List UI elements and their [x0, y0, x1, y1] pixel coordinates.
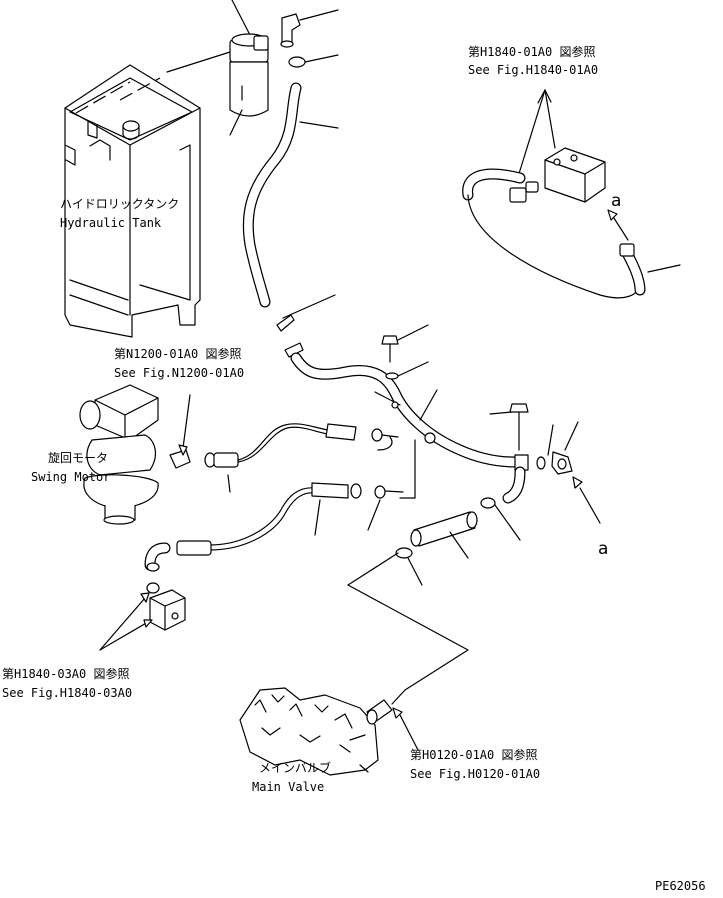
hydraulic-tank-label-en: Hydraulic Tank [60, 216, 162, 230]
ref-n1200-en: See Fig.N1200-01A0 [114, 366, 244, 380]
ref-n1200-jp: 第N1200-01A0 図参照 [114, 346, 241, 361]
ref-h1840-01-jp: 第H1840-01A0 図参照 [468, 44, 595, 59]
drawing-code: PE62056 [655, 879, 706, 893]
marker-a-lower: a [598, 539, 608, 559]
main-valve-label-jp: メインバルブ [259, 760, 331, 775]
hydraulic-tank-label-jp: ハイドロリックタンク [60, 197, 179, 211]
ref-h0120-en: See Fig.H0120-01A0 [410, 767, 540, 781]
ref-h0120-jp: 第H0120-01A0 図参照 [410, 747, 537, 762]
swing-motor-label-en: Swing Motor [31, 470, 110, 484]
main-valve-label-en: Main Valve [252, 780, 324, 794]
swing-hose-lower [144, 482, 404, 572]
ref-h1840-03-jp: 第H1840-03A0 図参照 [2, 666, 129, 681]
hydraulic-tank [64, 51, 231, 338]
swing-hose-upper [204, 423, 399, 493]
main-valve [239, 687, 419, 776]
upper-right-detail [462, 89, 681, 299]
lower-block [99, 582, 186, 651]
drain-hose [347, 439, 521, 691]
ref-h1840-03-en: See Fig.H1840-03A0 [2, 686, 132, 700]
filter-assembly [229, 0, 339, 136]
return-hose [242, 82, 339, 332]
marker-a-upper: a [611, 191, 621, 211]
swing-motor [79, 384, 191, 525]
ref-h1840-01-en: See Fig.H1840-01A0 [468, 63, 598, 77]
swing-motor-label-jp: 旋回モータ [48, 451, 108, 465]
return-pipe [284, 324, 601, 524]
